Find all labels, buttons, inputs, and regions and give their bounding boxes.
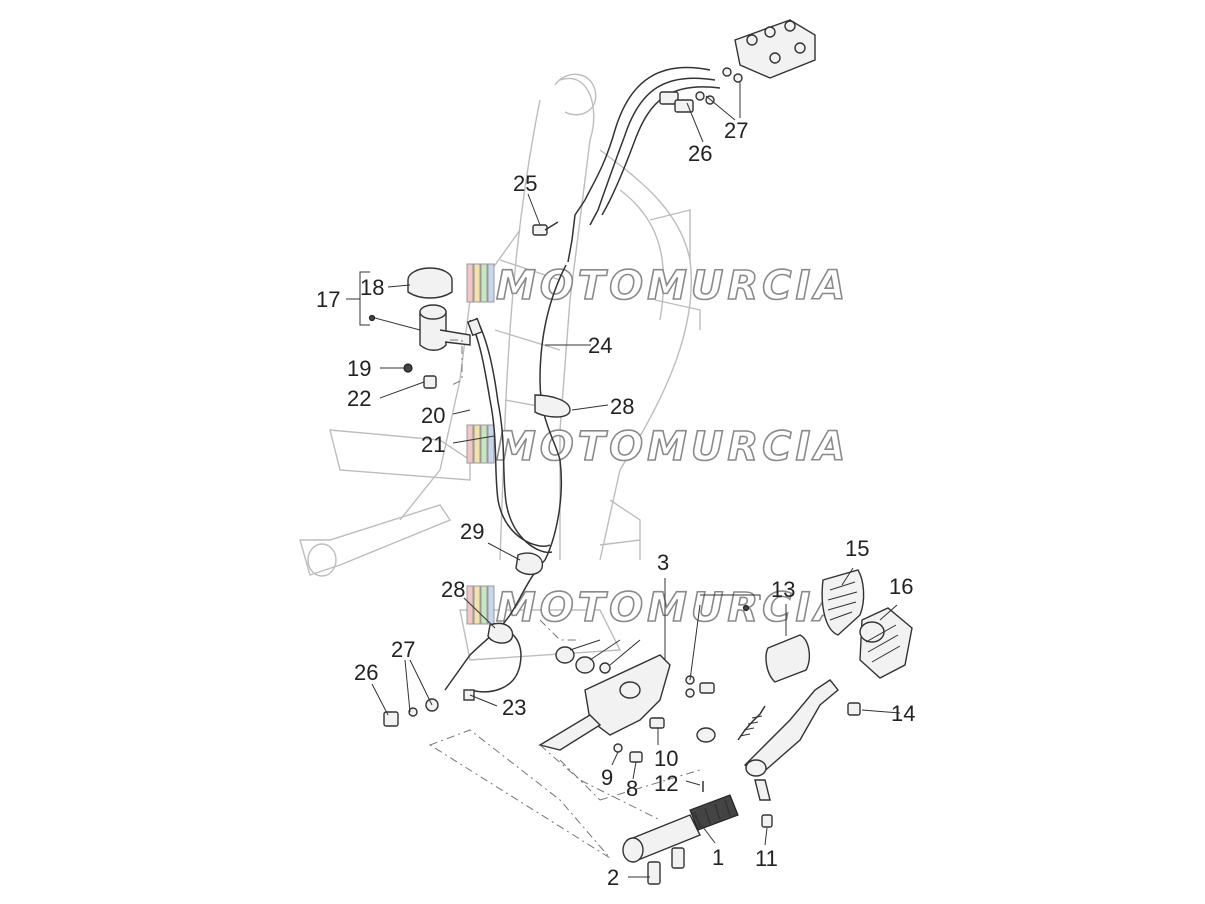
callout-28: 28 — [441, 577, 465, 602]
group-bracket-13 — [700, 594, 761, 600]
pedal-rubber-15 — [821, 569, 865, 636]
callout-12: 12 — [654, 771, 678, 796]
callout-22: 22 — [347, 386, 371, 411]
callout-18: 18 — [360, 275, 384, 300]
callout-8: 8 — [626, 776, 638, 801]
callout-2: 2 — [607, 865, 619, 890]
brake-fluid-reservoir — [403, 267, 471, 389]
leader-lines — [371, 82, 901, 878]
callout-14: 14 — [891, 701, 915, 726]
bolt-25 — [532, 221, 559, 236]
hose-clip-29 — [515, 552, 544, 576]
callout-25: 25 — [513, 171, 537, 196]
callout-26: 26 — [354, 660, 378, 685]
callout-11: 11 — [755, 846, 778, 871]
callout-27: 27 — [391, 637, 415, 662]
small-hardware — [383, 646, 861, 828]
callout-29: 29 — [460, 519, 484, 544]
callout-10: 10 — [654, 746, 678, 771]
watermark-top: MOTOMURCIA — [466, 262, 849, 310]
dot-17 — [368, 314, 376, 322]
return-spring — [737, 705, 766, 741]
callout-13: 13 — [771, 577, 795, 602]
banjo-bolts-top — [659, 67, 743, 113]
pedal-bracket-3 — [538, 654, 671, 751]
phantom-lines — [428, 339, 701, 859]
callout-21: 21 — [421, 432, 445, 457]
master-cylinder — [622, 794, 739, 885]
watermark-text: MOTOMURCIA — [496, 263, 849, 309]
callout-9: 9 — [601, 765, 613, 790]
callout-1: 1 — [712, 845, 724, 870]
frame-outline — [299, 73, 701, 661]
abs-modulator — [734, 19, 816, 79]
pedal-pad-13 — [765, 634, 811, 683]
callout-16: 16 — [889, 574, 913, 599]
callout-19: 19 — [347, 356, 371, 381]
callout-3: 3 — [657, 550, 669, 575]
hose-clip-28b — [487, 622, 514, 644]
callout-27: 27 — [724, 118, 748, 143]
pedal-boot-16 — [859, 607, 913, 679]
callout-26: 26 — [688, 141, 712, 166]
callout-20: 20 — [421, 403, 445, 428]
hose-clip-28 — [534, 394, 571, 418]
watermark-text: MOTOMURCIA — [496, 585, 849, 631]
callout-15: 15 — [845, 536, 869, 561]
pedal-lever — [743, 679, 839, 801]
callout-24: 24 — [588, 333, 612, 358]
watermark-middle: MOTOMURCIA — [466, 423, 849, 471]
callout-28: 28 — [610, 394, 634, 419]
brake-hoses — [444, 66, 721, 693]
callout-23: 23 — [502, 695, 526, 720]
leader-17b — [374, 317, 421, 331]
callout-17: 17 — [316, 287, 340, 312]
dot-13 — [742, 604, 750, 612]
watermark-text: MOTOMURCIA — [496, 424, 849, 470]
watermark-bottom: MOTOMURCIA — [466, 584, 849, 632]
